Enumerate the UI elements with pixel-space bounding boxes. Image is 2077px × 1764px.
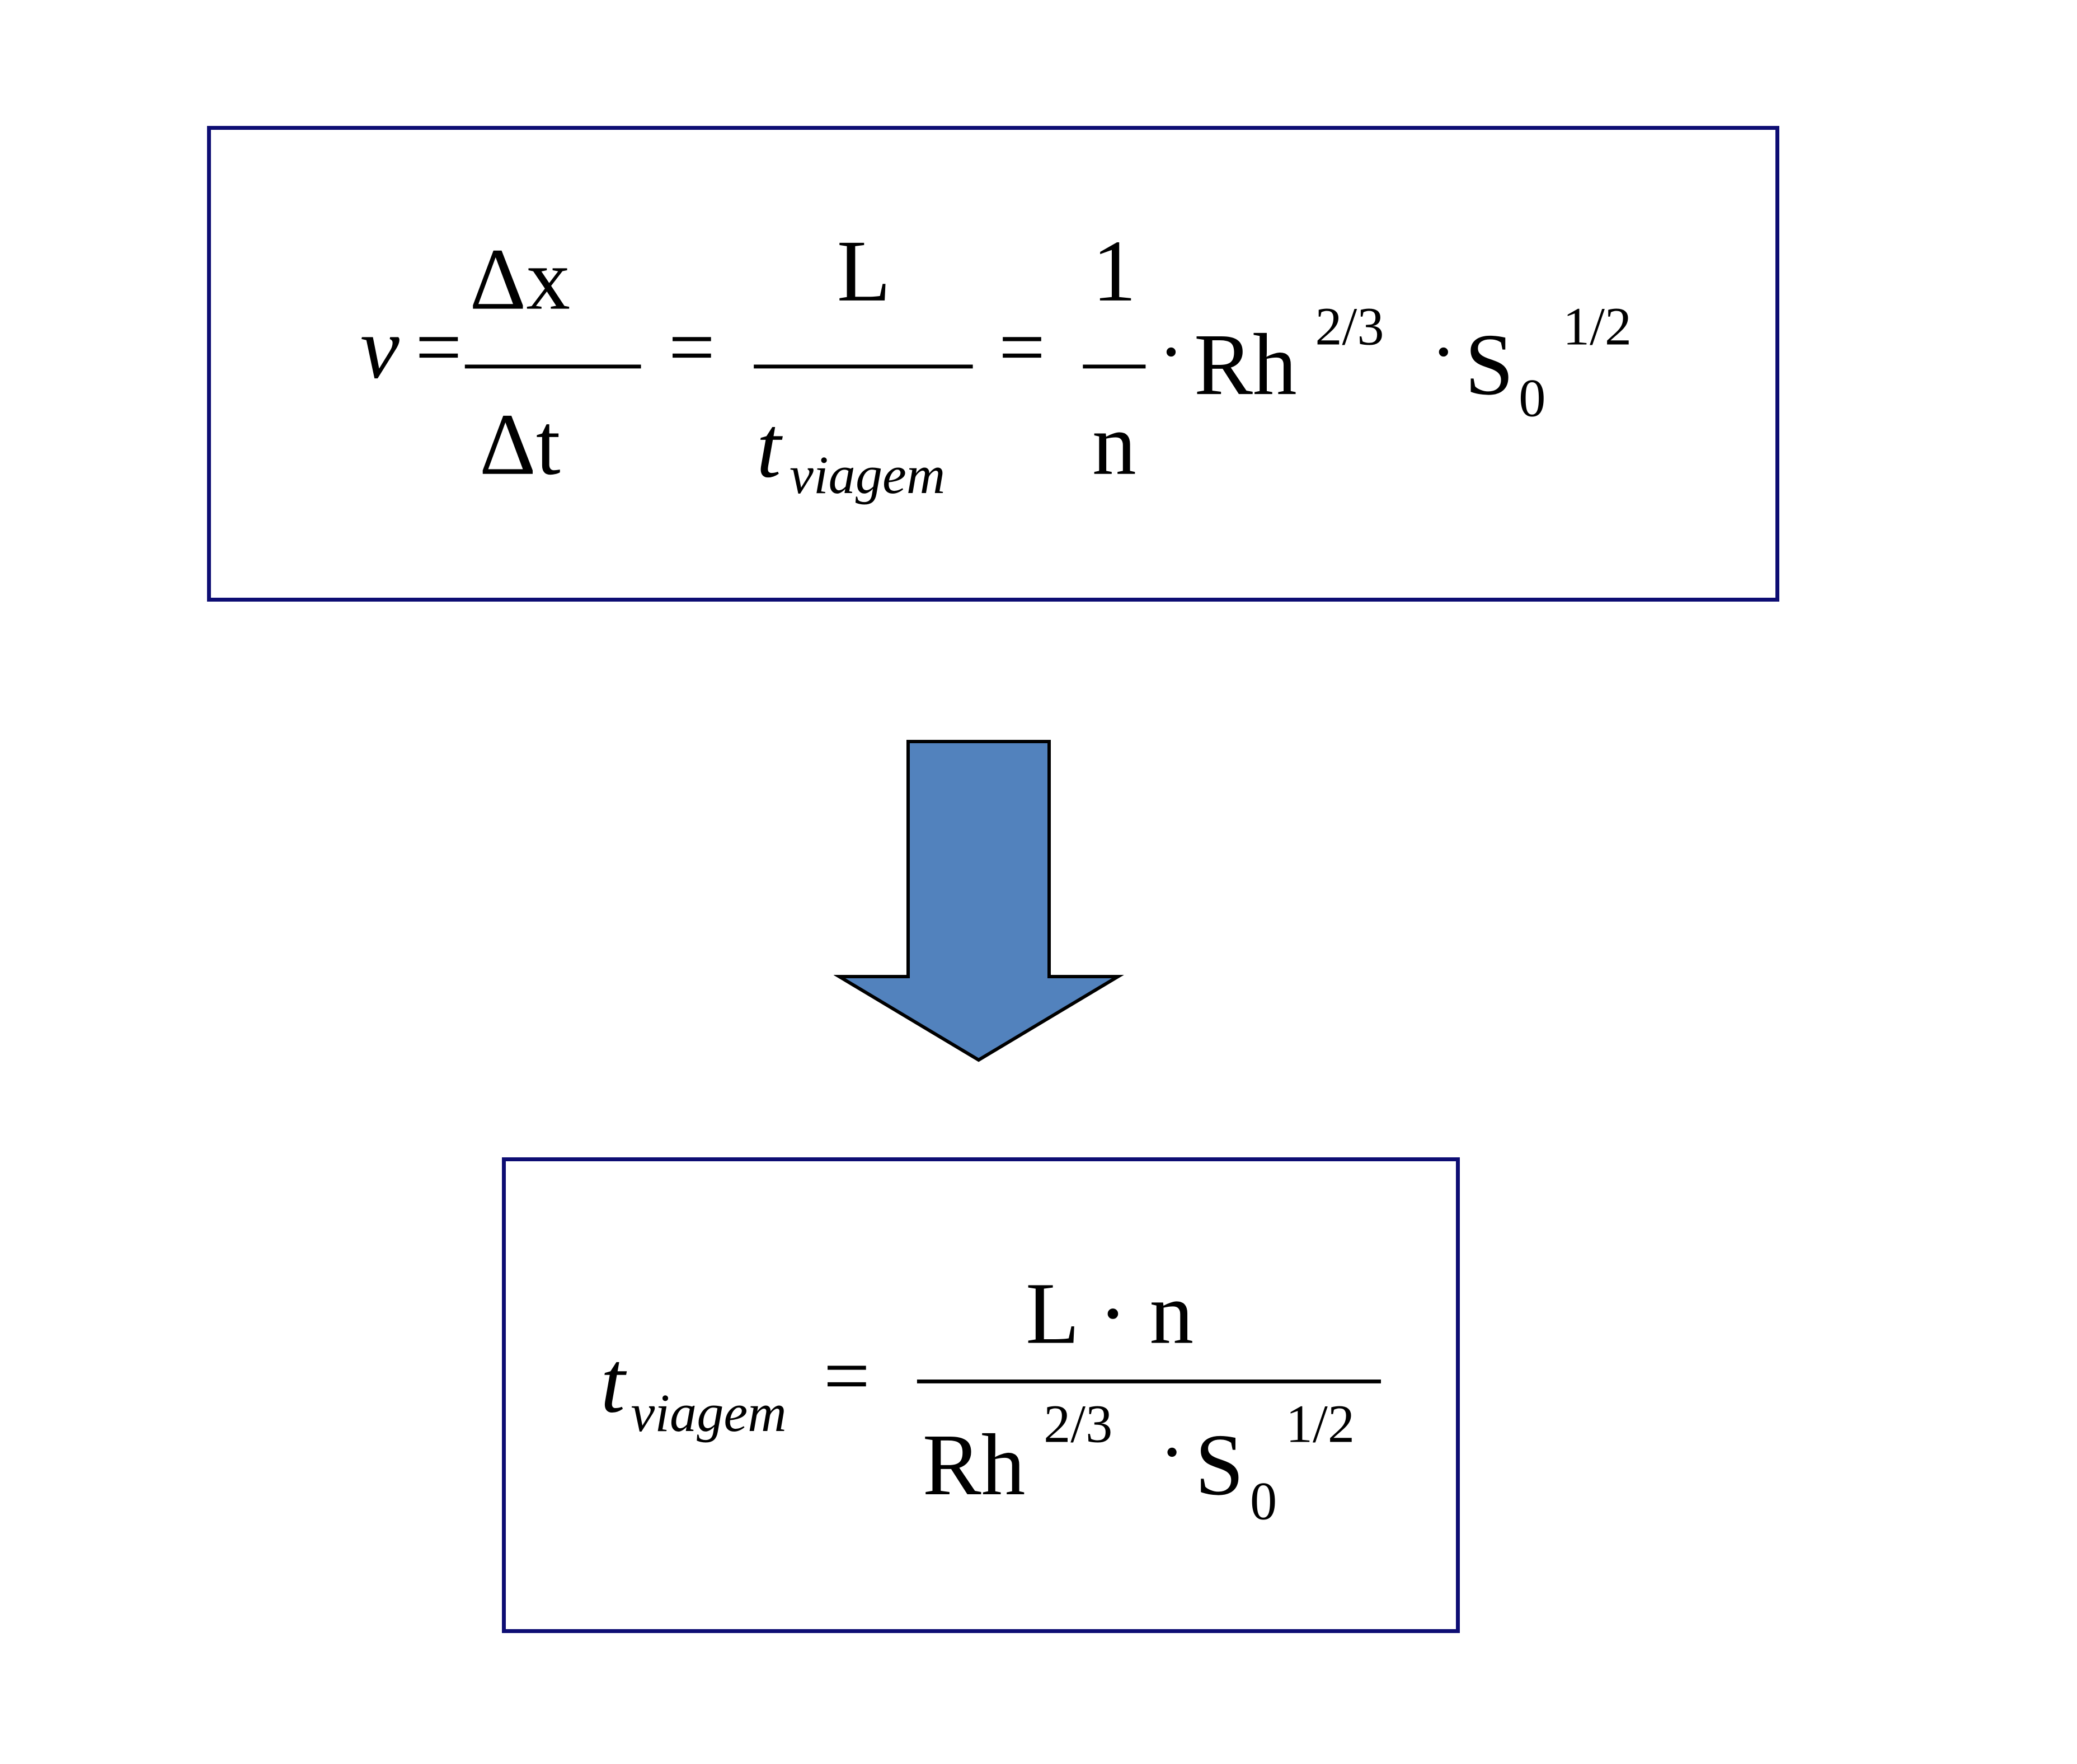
fraction-2-denominator-t: t xyxy=(756,399,783,496)
rh-exponent: 2/3 xyxy=(1315,297,1384,356)
denominator-s-exponent: 1/2 xyxy=(1286,1394,1355,1454)
velocity-equation-box: v = Δx Δt = L t viagem = 1 n · Rh 2/3 · … xyxy=(207,126,1779,602)
s-subscript: 0 xyxy=(1519,368,1545,428)
equals-2: = xyxy=(669,302,715,393)
velocity-equation: v = Δx Δt = L t viagem = 1 n · Rh 2/3 · … xyxy=(360,223,1632,505)
symbol-rh: Rh xyxy=(1194,316,1297,414)
numerator: L · n xyxy=(1026,1265,1193,1363)
equals: = xyxy=(824,1330,870,1421)
fraction-2-numerator: L xyxy=(837,223,891,320)
down-arrow-icon xyxy=(834,740,1124,1062)
fraction-1-numerator: Δx xyxy=(469,231,570,329)
dot-1: · xyxy=(1158,309,1184,395)
denominator-s: S xyxy=(1195,1416,1244,1514)
symbol-v: v xyxy=(360,300,400,397)
fraction-2-denominator-subscript: viagem xyxy=(790,445,945,505)
arrow-shape xyxy=(834,740,1124,1062)
s-exponent: 1/2 xyxy=(1563,297,1632,356)
denominator-rh-exponent: 2/3 xyxy=(1044,1394,1112,1454)
travel-time-equation-box: t viagem = L · n Rh 2/3 · S 0 1/2 xyxy=(502,1157,1460,1633)
symbol-t: t xyxy=(600,1334,627,1432)
equals-3: = xyxy=(999,302,1045,393)
denominator-rh: Rh xyxy=(923,1416,1026,1514)
travel-time-equation: t viagem = L · n Rh 2/3 · S 0 1/2 xyxy=(600,1265,1381,1531)
fraction-3-numerator: 1 xyxy=(1092,223,1136,320)
symbol-s: S xyxy=(1465,316,1514,414)
equals-1: = xyxy=(415,302,462,393)
dot-2: · xyxy=(1431,309,1456,395)
denominator-s-subscript: 0 xyxy=(1250,1471,1277,1531)
fraction-1-denominator: Δt xyxy=(480,396,561,494)
denominator-dot: · xyxy=(1159,1409,1185,1495)
fraction-3-denominator: n xyxy=(1092,396,1136,494)
t-subscript: viagem xyxy=(631,1383,786,1443)
